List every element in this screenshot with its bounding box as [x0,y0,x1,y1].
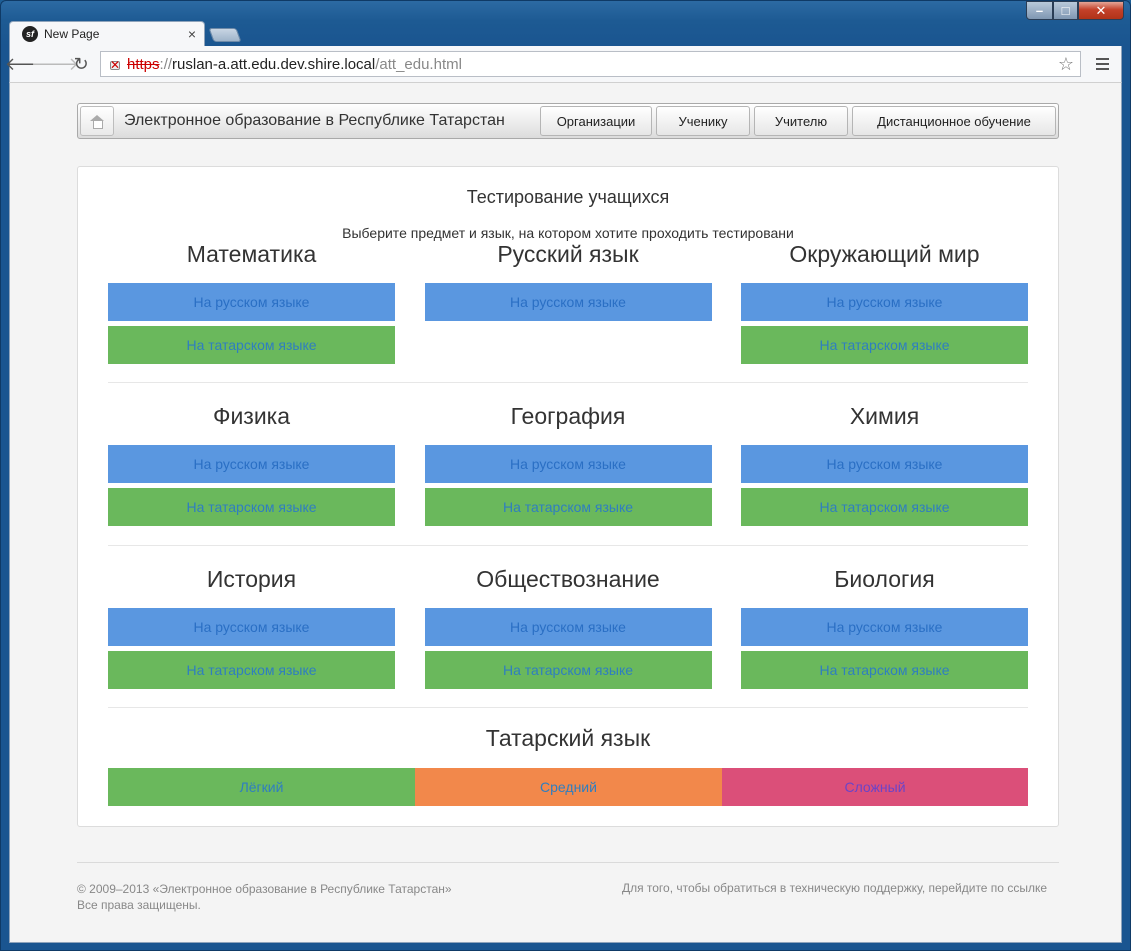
physics-russian-button[interactable]: На русском языке [108,445,395,483]
url-host: ruslan-a.att.edu.dev.shire.local [172,55,376,73]
testing-panel: Тестирование учащихся Выберите предмет и… [77,166,1059,827]
reload-button[interactable]: ↻ [68,51,94,77]
social-russian-button[interactable]: На русском языке [424,608,712,646]
history-russian-button[interactable]: На русском языке [108,608,395,646]
window-controls: – □ ✕ [1026,1,1124,20]
back-arrow-icon: 🡐 [4,53,54,74]
tatar-level-group: Лёгкий Средний Сложный [108,768,1028,806]
subject-row-2: Физика На русском языке На татарском язы… [108,401,1028,531]
biology-russian-button[interactable]: На русском языке [741,608,1028,646]
reload-icon: ↻ [73,53,89,74]
subject-geography: География На русском языке На татарском … [424,401,712,531]
russian-russian-button[interactable]: На русском языке [424,283,712,321]
tab-close-icon[interactable]: × [187,26,196,42]
browser-toolbar: 🡐 🡒 ↻ ✕ https://ruslan-a.att.edu.dev.shi… [5,46,1122,82]
subject-social-studies: Обществознание На русском языке На татар… [424,564,712,694]
row-divider [108,382,1028,383]
subject-math: Математика На русском языке На татарском… [108,239,395,369]
nav-item-organizations[interactable]: Организации [540,106,652,136]
home-button[interactable] [80,106,114,136]
subject-row-1: Математика На русском языке На татарском… [108,239,1028,369]
url-scheme: https [127,55,160,73]
subject-name: Математика [186,241,317,267]
row-divider [108,707,1028,708]
subject-row-3: История На русском языке На татарском яз… [108,564,1028,694]
maximize-icon: □ [1061,3,1070,18]
site-brand[interactable]: Электронное образование в Республике Тат… [124,112,505,129]
level-hard-button[interactable]: Сложный [722,768,1028,806]
row-divider [108,545,1028,546]
rights-text: Все права защищены. [77,898,201,912]
close-icon: ✕ [1095,3,1107,18]
subject-name: География [510,403,626,429]
biology-tatar-button[interactable]: На татарском языке [741,651,1028,689]
page-viewport: Электронное образование в Республике Тат… [9,82,1122,943]
url-path: /att_edu.html [375,55,462,73]
subject-name: История [206,566,297,592]
level-easy-button[interactable]: Лёгкий [108,768,415,806]
minimize-button[interactable]: – [1026,1,1053,20]
nav-item-student[interactable]: Ученику [656,106,750,136]
subject-physics: Физика На русском языке На татарском язы… [108,401,395,531]
chemistry-tatar-button[interactable]: На татарском языке [741,488,1028,526]
nav-menu: Организации Ученику Учителю Дистанционно… [540,106,1056,136]
subject-name: Окружающий мир [789,241,980,267]
history-tatar-button[interactable]: На татарском языке [108,651,395,689]
math-russian-button[interactable]: На русском языке [108,283,395,321]
subject-name: Химия [849,403,920,429]
close-window-button[interactable]: ✕ [1078,1,1124,20]
geography-tatar-button[interactable]: На татарском языке [424,488,712,526]
subject-name: Физика [212,403,291,429]
symfony-favicon-icon: sf [22,26,38,42]
broken-lock-icon[interactable]: ✕ [110,58,121,72]
maximize-button[interactable]: □ [1053,1,1078,20]
geography-russian-button[interactable]: На русском языке [424,445,712,483]
subject-biology: Биология На русском языке На татарском я… [741,564,1028,694]
subject-world: Окружающий мир На русском языке На татар… [741,239,1028,369]
world-russian-button[interactable]: На русском языке [741,283,1028,321]
tab-title: New Page [44,27,100,41]
subject-name: Биология [834,566,935,592]
tab-strip: sf New Page × [9,21,242,46]
address-bar[interactable]: ✕ https://ruslan-a.att.edu.dev.shire.loc… [100,51,1081,77]
footer-divider [77,862,1059,863]
subject-name: Русский язык [497,241,639,267]
math-tatar-button[interactable]: На татарском языке [108,326,395,364]
new-tab-button[interactable] [208,28,242,42]
footer-copyright: © 2009–2013 «Электронное образование в Р… [77,881,452,913]
nav-item-teacher[interactable]: Учителю [754,106,848,136]
tab-new-page[interactable]: sf New Page × [9,21,205,46]
chemistry-russian-button[interactable]: На русском языке [741,445,1028,483]
tatar-language-title: Татарский язык [485,725,651,751]
panel-subtitle: Выберите предмет и язык, на котором хоти… [342,225,794,241]
hamburger-menu-icon[interactable] [1089,58,1115,70]
support-link[interactable]: Для того, чтобы обратиться в техническую… [621,881,1047,895]
home-icon [90,114,104,129]
subject-chemistry: Химия На русском языке На татарском язык… [741,401,1028,531]
subject-name: Обществознание [476,566,660,592]
forward-button[interactable]: 🡒 [31,51,79,77]
forward-arrow-icon: 🡒 [30,53,80,74]
star-icon[interactable]: ☆ [1057,53,1074,74]
url-separator: :// [159,55,173,73]
nav-item-distance-learning[interactable]: Дистанционное обучение [852,106,1056,136]
minimize-icon: – [1035,3,1044,18]
physics-tatar-button[interactable]: На татарском языке [108,488,395,526]
site-navbar: Электронное образование в Республике Тат… [77,103,1059,139]
back-button[interactable]: 🡐 [5,51,53,77]
level-medium-button[interactable]: Средний [415,768,722,806]
world-tatar-button[interactable]: На татарском языке [741,326,1028,364]
subject-history: История На русском языке На татарском яз… [108,564,395,694]
panel-title: Тестирование учащихся [466,187,670,207]
subject-russian: Русский язык На русском языке [424,239,712,369]
copyright-text: © 2009–2013 «Электронное образование в Р… [77,882,452,896]
social-tatar-button[interactable]: На татарском языке [424,651,712,689]
